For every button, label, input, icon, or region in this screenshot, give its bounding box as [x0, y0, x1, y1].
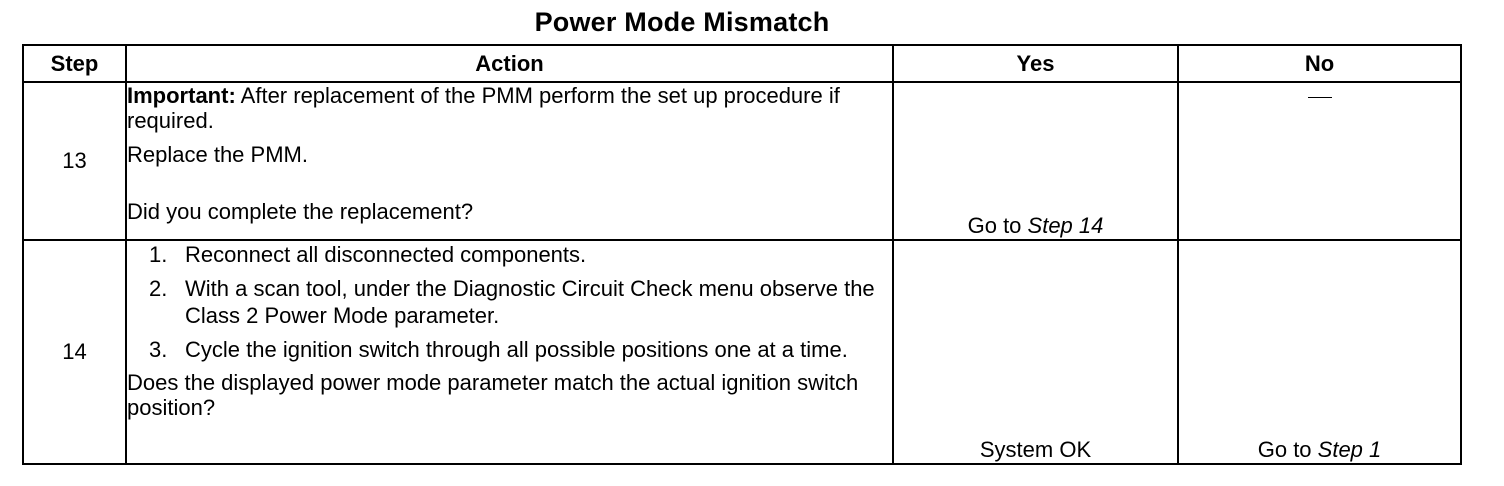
list-item-number: 1.: [149, 242, 168, 267]
no-cell: [1177, 81, 1462, 241]
header-action: Action: [125, 44, 894, 83]
page-title: Power Mode Mismatch: [534, 7, 830, 37]
list-item: 2. With a scan tool, under the Diagnostic…: [127, 275, 892, 329]
step-number: 14: [22, 239, 127, 465]
yes-cell: System OK: [892, 239, 1179, 465]
list-item-number: 2.: [149, 276, 168, 301]
list-item-number: 3.: [149, 337, 168, 362]
header-no: No: [1177, 44, 1462, 83]
yes-prefix: Go to: [967, 213, 1028, 238]
yes-step-link[interactable]: Step 14: [1027, 213, 1104, 238]
list-item: 1. Reconnect all disconnected components.: [127, 241, 892, 268]
diagnostic-table: Step Action Yes No 13 Important: After r…: [22, 44, 1462, 465]
instruction-text: Replace the PMM.: [127, 142, 308, 167]
important-note: Important: After replacement of the PMM …: [127, 83, 892, 133]
action-cell: Important: After replacement of the PMM …: [125, 81, 894, 241]
no-prefix: Go to: [1257, 437, 1318, 462]
step-list: 1. Reconnect all disconnected components.…: [127, 241, 892, 363]
no-cell: Go to Step 1: [1177, 239, 1462, 465]
header-step: Step: [22, 44, 127, 83]
list-item-text: With a scan tool, under the Diagnostic C…: [185, 276, 875, 328]
yes-cell: Go to Step 14: [892, 81, 1179, 241]
list-item-text: Reconnect all disconnected components.: [185, 242, 587, 267]
step-number: 13: [22, 81, 127, 241]
table-row: 14 1. Reconnect all disconnected componen…: [22, 239, 1462, 465]
important-label: Important:: [127, 83, 236, 108]
list-item-text: Cycle the ignition switch through all po…: [185, 337, 848, 362]
list-item: 3. Cycle the ignition switch through all …: [127, 336, 892, 363]
header-row: Step Action Yes No: [22, 44, 1462, 83]
header-yes: Yes: [892, 44, 1179, 83]
question-text: Did you complete the replacement?: [127, 199, 474, 224]
action-cell: 1. Reconnect all disconnected components.…: [125, 239, 894, 465]
table-row: 13 Important: After replacement of the P…: [22, 81, 1462, 241]
no-dash: [1307, 96, 1332, 98]
no-step-link[interactable]: Step 1: [1317, 437, 1382, 462]
important-text: After replacement of the PMM perform the…: [127, 83, 840, 133]
question-text: Does the displayed power mode parameter …: [127, 370, 859, 420]
